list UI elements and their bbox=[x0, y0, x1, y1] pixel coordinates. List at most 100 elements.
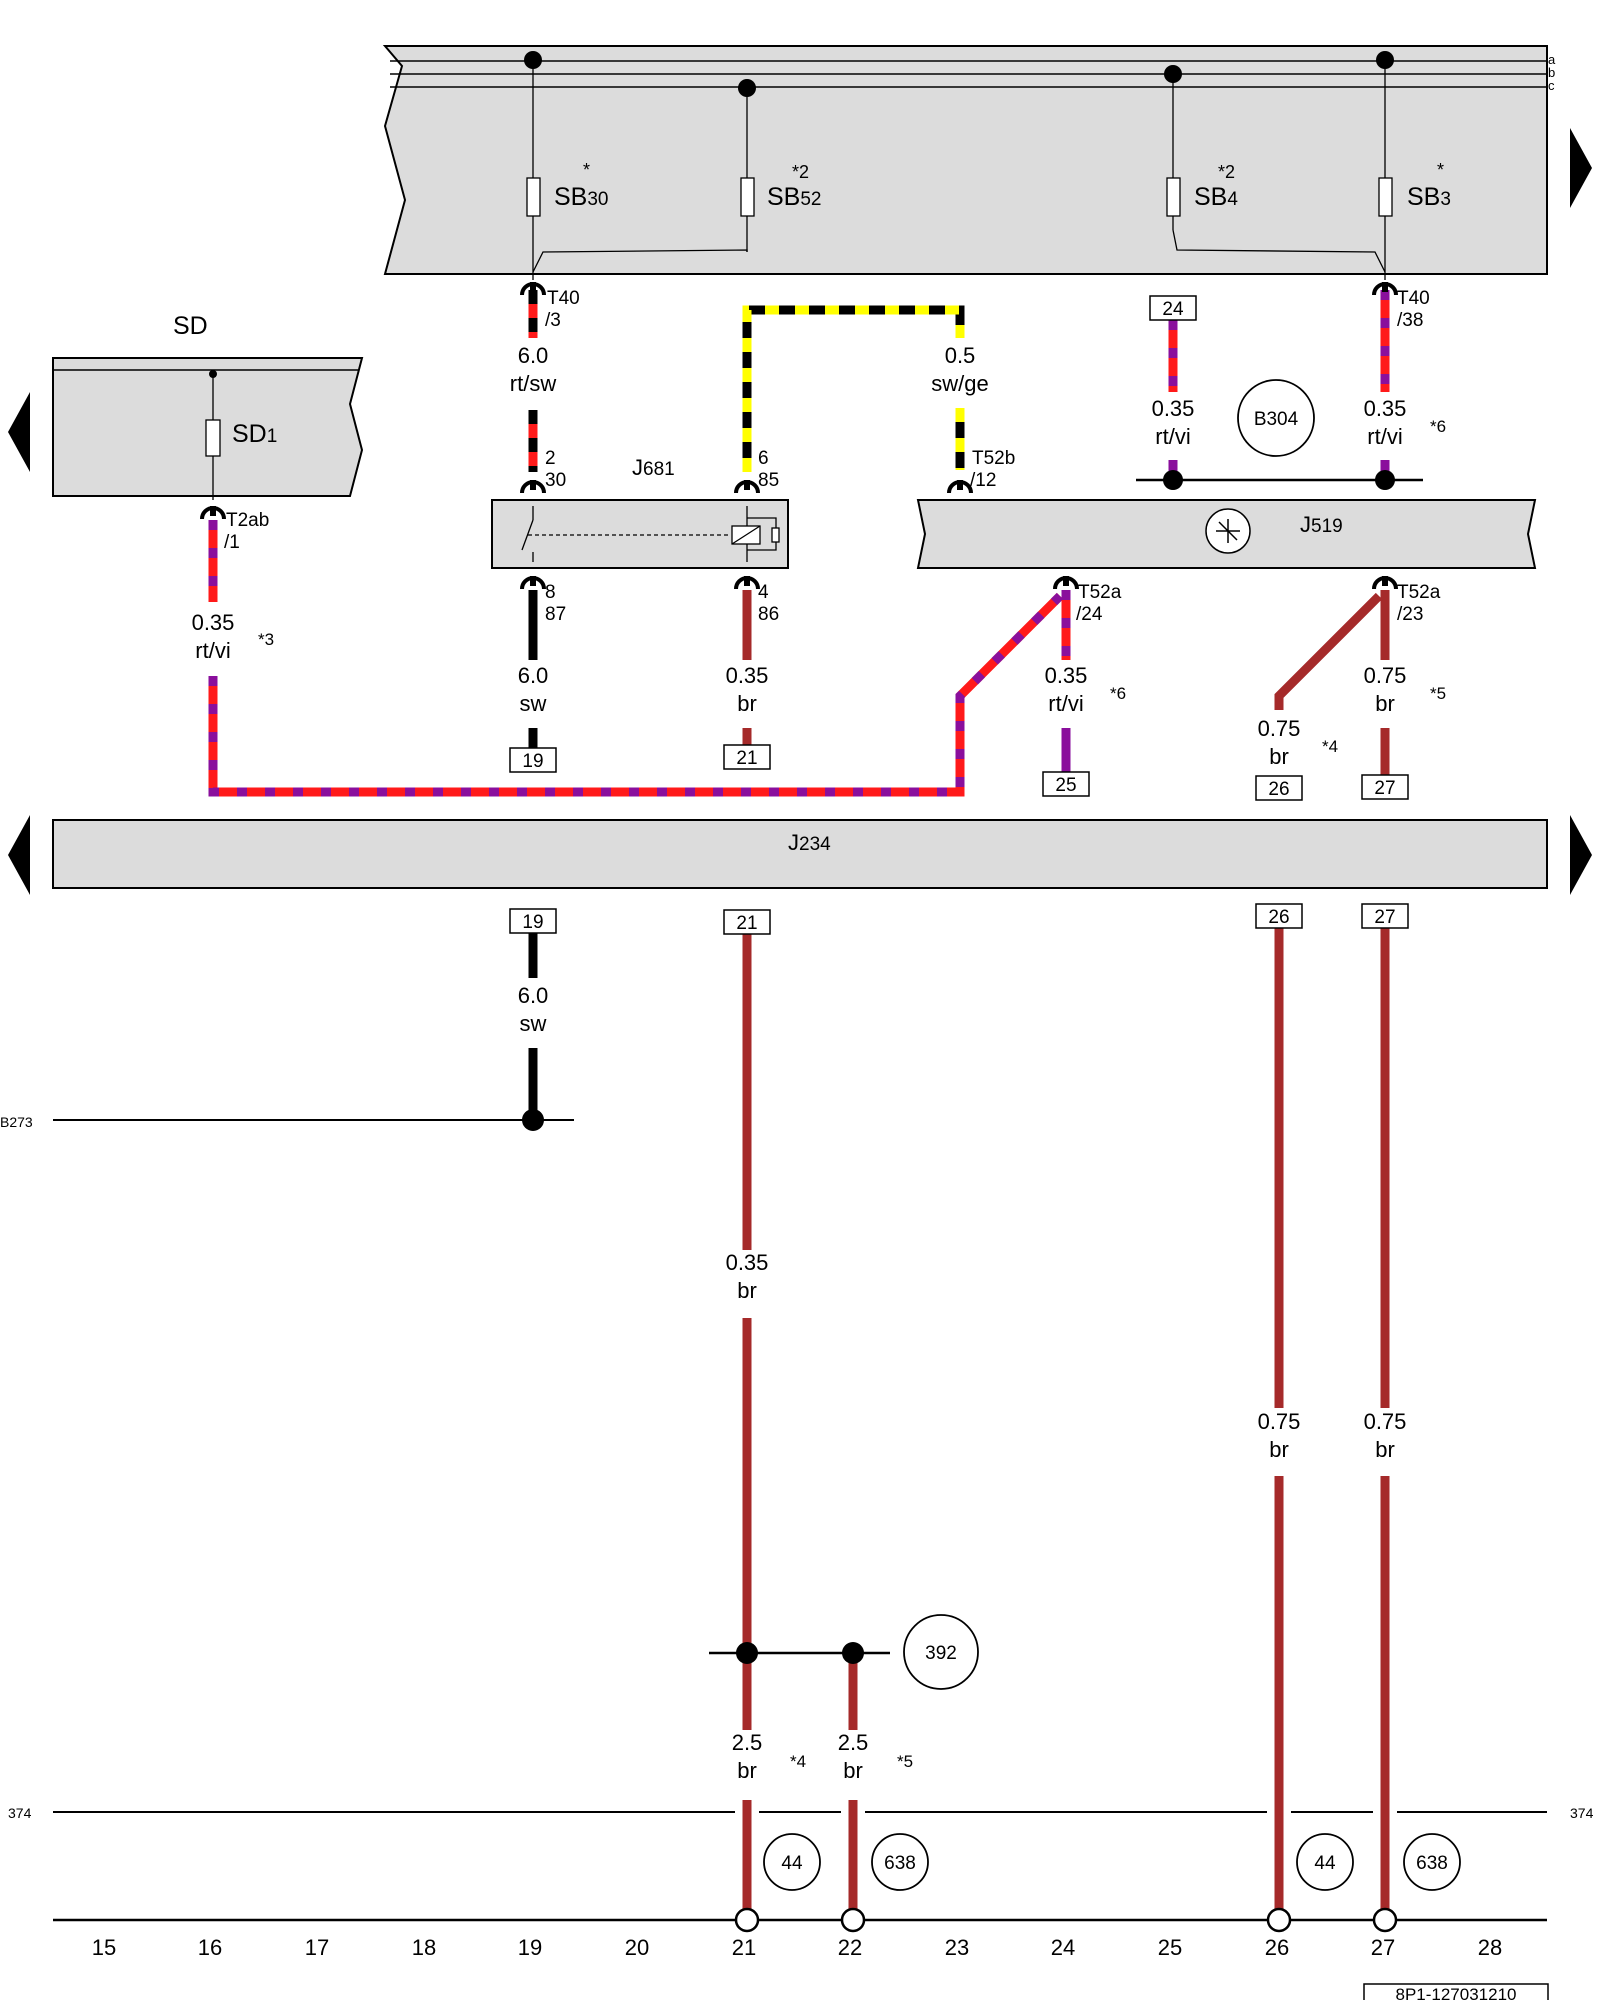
wire-label-sb3: 0.35 rt/vi *6 bbox=[1364, 396, 1446, 449]
svg-text:17: 17 bbox=[305, 1935, 329, 1960]
fuse-sb3: SB3 * bbox=[1378, 160, 1451, 217]
splice-b304-circle bbox=[1237, 379, 1315, 457]
connector-t52a-23: T52a /23 bbox=[1397, 582, 1441, 625]
svg-text:T2ab: T2ab bbox=[226, 510, 269, 531]
j681-label: J681 bbox=[632, 455, 675, 480]
svg-text:638: 638 bbox=[1416, 1853, 1448, 1874]
svg-text:br: br bbox=[843, 1758, 863, 1783]
svg-text:0.75: 0.75 bbox=[1258, 716, 1301, 741]
svg-text:br: br bbox=[737, 691, 757, 716]
fuse-sd1: SD1 bbox=[232, 420, 277, 448]
svg-text:23: 23 bbox=[945, 1935, 969, 1960]
ground-44-b: 44 bbox=[1296, 1833, 1354, 1891]
svg-text:24: 24 bbox=[1051, 1935, 1075, 1960]
svg-text:/12: /12 bbox=[970, 470, 996, 491]
svg-text:/38: /38 bbox=[1397, 310, 1423, 331]
svg-text:*: * bbox=[583, 160, 590, 180]
ground-44-a: 44 bbox=[763, 1833, 821, 1891]
svg-text:br: br bbox=[1375, 691, 1395, 716]
svg-text:SB30: SB30 bbox=[554, 183, 609, 211]
ref-box-21-lower: 21 bbox=[723, 909, 771, 935]
svg-text:28: 28 bbox=[1478, 1935, 1502, 1960]
footer-code: 8P1-127031210 bbox=[1395, 1985, 1516, 2000]
connector-t52b-12: T52b /12 bbox=[970, 448, 1015, 491]
bus-letter-a: a bbox=[1548, 52, 1556, 67]
svg-text:21: 21 bbox=[736, 913, 757, 934]
svg-text:sw/ge: sw/ge bbox=[931, 371, 988, 396]
svg-text:0.35: 0.35 bbox=[1045, 663, 1088, 688]
svg-text:*6: *6 bbox=[1110, 684, 1126, 703]
svg-text:26: 26 bbox=[1268, 907, 1289, 928]
wire-label-85: 0.5 sw/ge bbox=[931, 343, 988, 396]
svg-text:0.75: 0.75 bbox=[1364, 1409, 1407, 1434]
svg-text:6: 6 bbox=[758, 448, 769, 469]
wire-label-19-lower: 6.0 sw bbox=[518, 983, 549, 1036]
svg-text:T52a: T52a bbox=[1078, 582, 1122, 603]
svg-text:T52b: T52b bbox=[972, 448, 1015, 469]
svg-text:SB3: SB3 bbox=[1407, 183, 1451, 211]
wire-label-30: 6.0 rt/sw bbox=[510, 343, 557, 396]
svg-text:SB52: SB52 bbox=[767, 183, 822, 211]
wire-label-sb4: 0.35 rt/vi bbox=[1152, 396, 1195, 449]
ref-box-26: 26 bbox=[1255, 775, 1303, 801]
edge-label-374-right: 374 bbox=[1570, 1805, 1594, 1821]
svg-text:638: 638 bbox=[884, 1853, 916, 1874]
svg-text:26: 26 bbox=[1268, 779, 1289, 800]
splice-b304: B304 bbox=[1254, 409, 1299, 430]
svg-text:sw: sw bbox=[520, 691, 547, 716]
svg-text:0.35: 0.35 bbox=[726, 1250, 769, 1275]
svg-text:*5: *5 bbox=[897, 1752, 913, 1771]
ref-box-24: 24 bbox=[1149, 295, 1197, 321]
wire-label-t52a-23-branch: 0.75 br *4 bbox=[1258, 716, 1338, 769]
svg-text:/3: /3 bbox=[545, 310, 561, 331]
svg-text:rt/vi: rt/vi bbox=[195, 638, 230, 663]
svg-text:0.35: 0.35 bbox=[192, 610, 235, 635]
wire-label-26-lower: 0.75 br bbox=[1258, 1409, 1301, 1462]
wire-label-21-lower: 0.35 br bbox=[726, 1250, 769, 1303]
svg-text:16: 16 bbox=[198, 1935, 222, 1960]
j519-label: J519 bbox=[1300, 512, 1343, 537]
wire-label-ground-21: 2.5 br *4 bbox=[732, 1730, 806, 1783]
svg-text:25: 25 bbox=[1158, 1935, 1182, 1960]
svg-text:85: 85 bbox=[758, 470, 779, 491]
ground-638-b: 638 bbox=[1403, 1833, 1461, 1891]
svg-text:sw: sw bbox=[520, 1011, 547, 1036]
edge-label-374-left: 374 bbox=[8, 1805, 32, 1821]
bus-letter-b: b bbox=[1548, 65, 1555, 80]
ref-box-27-lower: 27 bbox=[1361, 903, 1409, 929]
svg-text:0.5: 0.5 bbox=[945, 343, 976, 368]
svg-text:2.5: 2.5 bbox=[732, 1730, 763, 1755]
svg-text:br: br bbox=[737, 1758, 757, 1783]
svg-text:/1: /1 bbox=[224, 532, 240, 553]
svg-text:*4: *4 bbox=[790, 1752, 806, 1771]
svg-text:15: 15 bbox=[92, 1935, 116, 1960]
wire-label-ground-22: 2.5 br *5 bbox=[838, 1730, 913, 1783]
svg-text:0.35: 0.35 bbox=[726, 663, 769, 688]
svg-text:86: 86 bbox=[758, 604, 779, 625]
pin-j681-8-87: 8 87 bbox=[545, 582, 566, 625]
svg-text:rt/vi: rt/vi bbox=[1048, 691, 1083, 716]
svg-text:/24: /24 bbox=[1076, 604, 1103, 625]
svg-text:*6: *6 bbox=[1430, 417, 1446, 436]
svg-text:0.75: 0.75 bbox=[1364, 663, 1407, 688]
svg-text:T52a: T52a bbox=[1397, 582, 1441, 603]
svg-text:30: 30 bbox=[545, 470, 566, 491]
svg-text:24: 24 bbox=[1162, 299, 1184, 320]
svg-text:br: br bbox=[1269, 744, 1289, 769]
svg-text:*3: *3 bbox=[258, 630, 274, 649]
svg-text:44: 44 bbox=[781, 1853, 803, 1874]
fuse-sb52: SB52 *2 bbox=[740, 162, 822, 217]
ref-box-19-lower: 19 bbox=[509, 908, 557, 934]
wire-label-sd: 0.35 rt/vi *3 bbox=[192, 610, 274, 663]
wire-label-86: 0.35 br bbox=[726, 663, 769, 716]
svg-text:0.75: 0.75 bbox=[1258, 1409, 1301, 1434]
svg-text:21: 21 bbox=[732, 1935, 756, 1960]
svg-text:26: 26 bbox=[1265, 1935, 1289, 1960]
svg-text:20: 20 bbox=[625, 1935, 649, 1960]
svg-text:6.0: 6.0 bbox=[518, 343, 549, 368]
svg-text:*: * bbox=[1437, 160, 1444, 180]
pin-j681-2-30: 2 30 bbox=[545, 448, 566, 491]
svg-text:T40: T40 bbox=[1397, 288, 1430, 309]
left-arrow-sd-icon bbox=[8, 392, 30, 472]
fuse-sb4: SB4 *2 bbox=[1166, 162, 1238, 217]
